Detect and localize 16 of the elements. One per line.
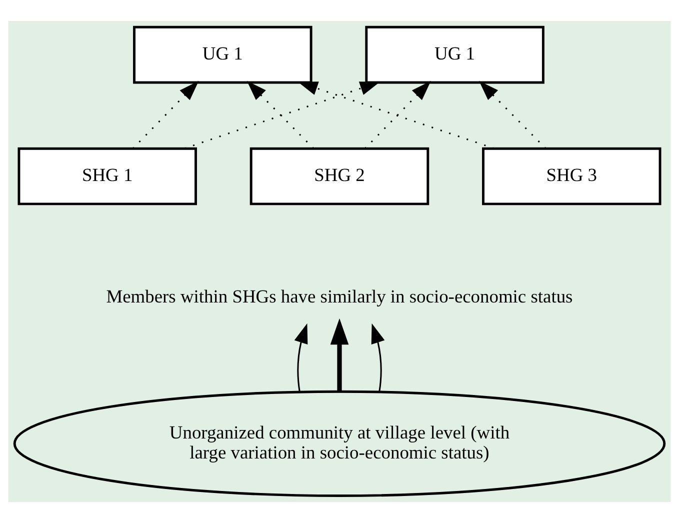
- arrow: [479, 80, 546, 148]
- node-box: SHG 2: [250, 146, 430, 205]
- arrow: [330, 318, 349, 391]
- arrow: [246, 80, 314, 148]
- arrow: [294, 322, 308, 392]
- arrow: [371, 322, 385, 392]
- node-box: SHG 1: [18, 146, 197, 205]
- node-box: SHG 3: [482, 146, 662, 205]
- arrow: [364, 80, 431, 148]
- arrow: [132, 80, 199, 148]
- arrow: [184, 81, 380, 149]
- node-box: UG 1: [365, 25, 544, 84]
- node-ellipse: Unorganized community at village level (with large variation in socio-economic status): [13, 390, 666, 496]
- node-text: Members within SHGs have similarly in socio-economic status: [106, 286, 573, 306]
- node-box: UG 1: [133, 25, 312, 84]
- arrow: [298, 81, 494, 149]
